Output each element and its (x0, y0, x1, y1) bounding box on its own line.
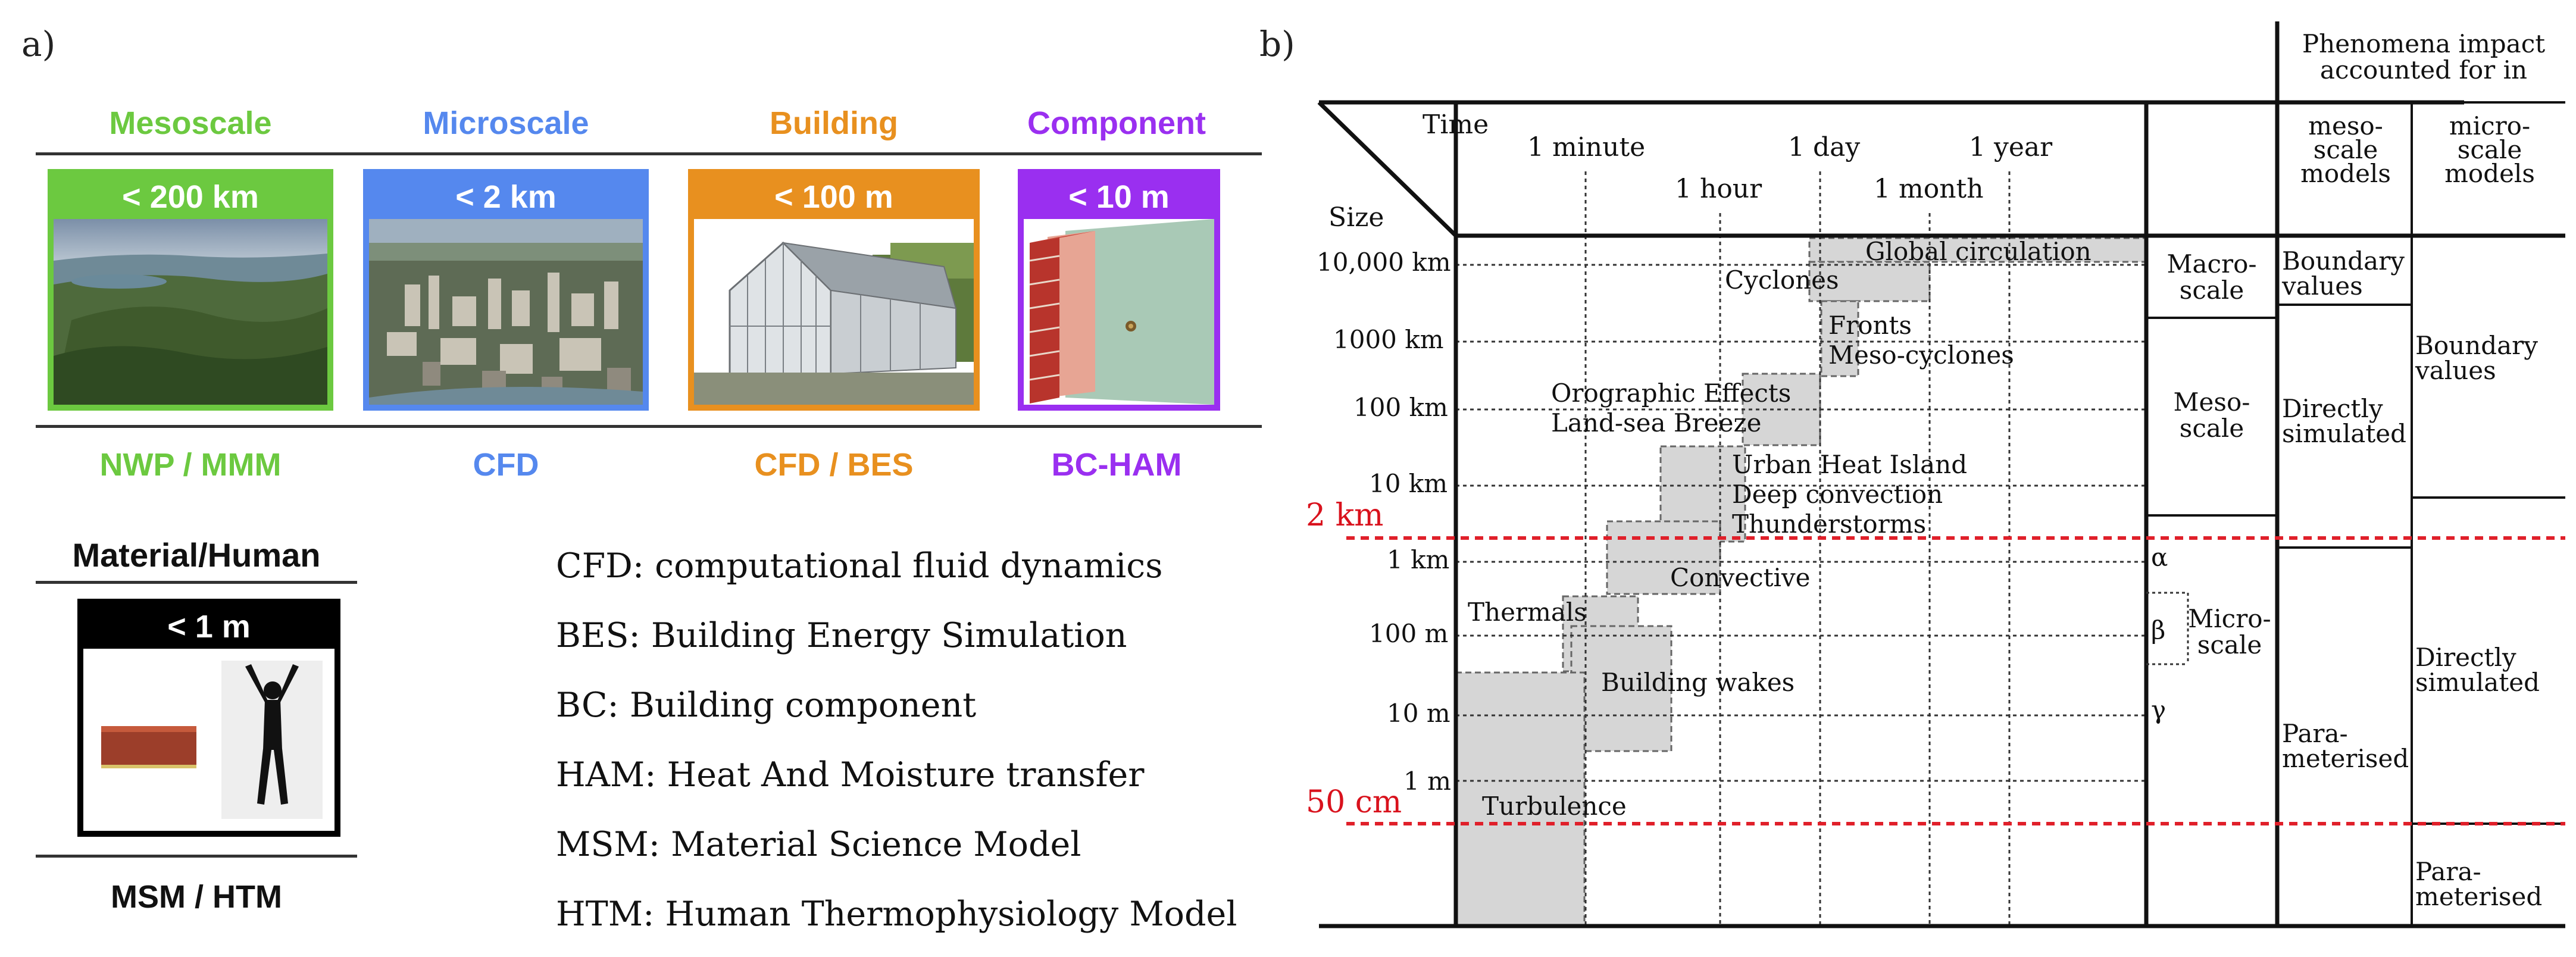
corner-size: Size (1328, 202, 1384, 233)
microscale-size: < 2 km (369, 175, 643, 219)
aerial-landscape-photo (54, 219, 327, 405)
time-label-1-year: 1 year (1969, 132, 2053, 162)
meso-scale-label: Meso- scale (2173, 387, 2250, 443)
threshold-50cm: 50 cm (1306, 784, 1402, 820)
size-label-100m: 100 m (1369, 619, 1449, 648)
size-label-10000km: 10,000 km (1317, 248, 1451, 277)
label-thunderstorms: Thunderstorms (1732, 509, 1927, 539)
abbr-htm: HTM: Human Thermophysiology Model (556, 895, 1237, 934)
brick-wall-photo (1024, 219, 1214, 405)
threshold-2km: 2 km (1306, 498, 1384, 533)
abbr-bc: BC: Building component (556, 686, 977, 725)
building-size: < 100 m (694, 175, 974, 219)
box-cyclones (1808, 261, 1931, 302)
size-label-10m: 10 m (1387, 699, 1450, 728)
label-fronts: Fronts (1828, 311, 1912, 340)
mid-rule (36, 425, 1262, 428)
material-human-title: Material/Human (72, 536, 321, 574)
macro-scale-label: Macro- scale (2167, 249, 2257, 305)
box-fronts (1820, 300, 1859, 377)
microscale-panel: < 2 km (363, 169, 649, 411)
size-label-100km: 100 km (1353, 393, 1448, 422)
building-method: CFD / BES (754, 447, 914, 483)
brick-and-person-photo (83, 649, 334, 831)
meso-models-header: meso- scale models (2300, 111, 2391, 188)
gamma-label: γ (2151, 695, 2167, 724)
top-rule (36, 152, 1262, 155)
label-deep-convection: Deep convection (1732, 480, 1943, 509)
time-label-1-day: 1 day (1788, 132, 1861, 162)
abbr-cfd: CFD: computational fluid dynamics (556, 546, 1163, 586)
micro-boundary-values: Boundary values (2415, 331, 2538, 385)
corner-time: Time (1423, 110, 1489, 140)
mesoscale-panel: < 200 km (48, 169, 333, 411)
component-method: BC-HAM (1051, 447, 1182, 483)
material-bottom-rule (36, 855, 357, 858)
size-label-1m: 1 m (1403, 767, 1451, 796)
micro-parameterised: Para- meterised (2415, 857, 2543, 911)
label-building-wakes: Building wakes (1601, 668, 1795, 697)
impact-header: Phenomena impact accounted for in (2302, 29, 2546, 85)
time-label-1-minute: 1 minute (1527, 132, 1646, 162)
meso-boundary-values: Boundary values (2282, 246, 2405, 301)
micro-models-header: micro- scale models (2444, 111, 2535, 188)
component-title: Component (1027, 105, 1206, 141)
panel-a-label: a) (21, 24, 56, 64)
size-label-1000km: 1000 km (1333, 325, 1444, 354)
size-label-10km: 10 km (1369, 469, 1448, 498)
material-human-method: MSM / HTM (111, 879, 282, 915)
beta-label: β (2151, 615, 2166, 645)
abbr-msm: MSM: Material Science Model (556, 825, 1081, 864)
mesoscale-title: Mesoscale (109, 105, 272, 141)
label-convective: Convective (1670, 563, 1811, 592)
meso-directly-simulated: Directly simulated (2282, 394, 2406, 448)
box-global-circulation (1808, 237, 2149, 263)
micro-scale-label: Micro- scale (2188, 604, 2271, 659)
building-title: Building (770, 105, 898, 141)
mesoscale-method: NWP / MMM (99, 447, 282, 483)
abbr-ham: HAM: Heat And Moisture transfer (556, 755, 1145, 795)
label-land-sea-breeze: Land-sea Breeze (1551, 408, 1762, 437)
mesoscale-size: < 200 km (54, 175, 327, 219)
panel-b-label: b) (1259, 24, 1295, 64)
micro-directly-simulated: Directly simulated (2415, 643, 2540, 697)
material-human-size: < 1 m (83, 605, 334, 649)
microscale-title: Microscale (423, 105, 589, 141)
size-label-1km: 1 km (1387, 545, 1450, 574)
building-panel: < 100 m (688, 169, 980, 411)
glass-building-photo (694, 219, 974, 405)
time-label-1-month: 1 month (1874, 174, 1984, 204)
abbr-bes: BES: Building Energy Simulation (556, 616, 1127, 655)
component-size: < 10 m (1024, 175, 1214, 219)
component-panel: < 10 m (1018, 169, 1220, 411)
material-top-rule (36, 581, 357, 584)
label-meso-cyclones: Meso-cyclones (1828, 340, 2014, 370)
label-urban-heat-island: Urban Heat Island (1732, 450, 1968, 479)
meso-parameterised: Para- meterised (2282, 719, 2409, 773)
label-thermals: Thermals (1468, 598, 1587, 627)
box-convective (1606, 520, 1721, 595)
label-turbulence: Turbulence (1482, 792, 1627, 821)
box-building-wakes (1570, 625, 1672, 752)
microscale-method: CFD (473, 447, 539, 483)
label-global-circulation: Global circulation (1865, 237, 2092, 266)
alpha-label: α (2151, 543, 2168, 572)
material-human-panel: < 1 m (77, 599, 340, 837)
label-cyclones: Cyclones (1725, 265, 1839, 295)
aerial-city-photo (369, 219, 643, 405)
label-orographic-effects: Orographic Effects (1551, 379, 1792, 408)
time-label-1-hour: 1 hour (1675, 174, 1762, 204)
